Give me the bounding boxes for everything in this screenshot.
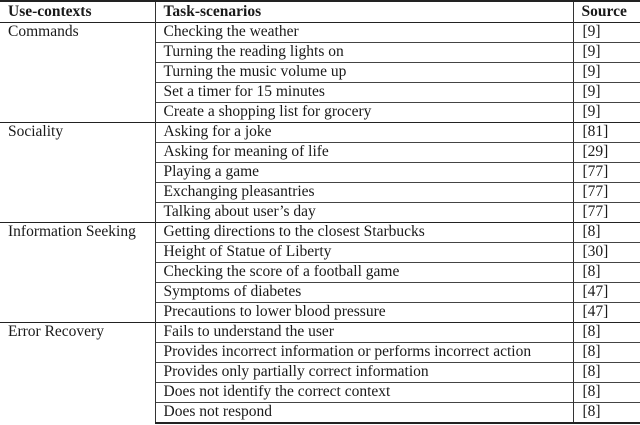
source-cell: [8] (572, 262, 640, 283)
header-task-scenarios: Task-scenarios (154, 1, 573, 23)
source-cell: [47] (572, 282, 640, 303)
source-cell: [9] (572, 22, 640, 43)
table-body: Commands Checking the weather [9] Turnin… (0, 22, 640, 424)
table-row: Turning the reading lights on [9] (0, 42, 640, 63)
task-cell: Exchanging pleasantries (154, 182, 573, 203)
table-row: Playing a game [77] (0, 162, 640, 183)
source-cell: [29] (572, 142, 640, 163)
source-cell: [9] (572, 102, 640, 123)
source-cell: [77] (572, 182, 640, 203)
table-row: Exchanging pleasantries [77] (0, 182, 640, 203)
task-cell: Precautions to lower blood pressure (154, 302, 573, 323)
task-cell: Symptoms of diabetes (154, 282, 573, 303)
table-row: Asking for meaning of life [29] (0, 142, 640, 163)
task-cell: Does not identify the correct context (154, 382, 573, 403)
task-cell: Talking about user’s day (154, 202, 573, 223)
task-cell: Height of Statue of Liberty (154, 242, 573, 263)
source-cell: [8] (572, 342, 640, 363)
table-row: Create a shopping list for grocery [9] (0, 102, 640, 123)
table-row: Set a timer for 15 minutes [9] (0, 82, 640, 103)
source-cell: [30] (572, 242, 640, 263)
table-row: Height of Statue of Liberty [30] (0, 242, 640, 263)
context-cell: Error Recovery (0, 322, 155, 423)
task-cell: Checking the weather (154, 22, 573, 43)
table-row: Provides only partially correct informat… (0, 362, 640, 383)
source-cell: [8] (572, 382, 640, 403)
table-row: Error Recovery Fails to understand the u… (0, 322, 640, 423)
source-cell: [8] (572, 362, 640, 383)
source-cell: [8] (572, 322, 640, 343)
source-cell: [47] (572, 302, 640, 323)
context-cell: Information Seeking (0, 222, 155, 323)
table-row: Turning the music volume up [9] (0, 62, 640, 83)
table-row: Does not identify the correct context [8… (0, 382, 640, 403)
table-row: Checking the score of a football game [8… (0, 262, 640, 283)
table-row: Talking about user’s day [77] (0, 202, 640, 223)
task-cell: Provides incorrect information or perfor… (154, 342, 573, 363)
task-cell: Playing a game (154, 162, 573, 183)
table-row: Information Seeking Getting directions t… (0, 222, 640, 323)
context-cell: Commands (0, 22, 155, 123)
task-cell: Turning the reading lights on (154, 42, 573, 63)
source-cell: [8] (572, 222, 640, 243)
task-cell: Does not respond (154, 402, 573, 424)
task-cell: Asking for a joke (154, 122, 573, 143)
header-source: Source (572, 1, 640, 23)
table-row: Symptoms of diabetes [47] (0, 282, 640, 303)
source-cell: [9] (572, 62, 640, 83)
task-cell: Create a shopping list for grocery (154, 102, 573, 123)
table-row: Precautions to lower blood pressure [47] (0, 302, 640, 323)
table-row: Commands Checking the weather [9] (0, 22, 640, 123)
header-row: Use-contexts Task-scenarios Source (0, 1, 640, 23)
table-header: Use-contexts Task-scenarios Source (0, 1, 640, 23)
table-row: Sociality Asking for a joke [81] (0, 122, 640, 223)
table-row: Provides incorrect information or perfor… (0, 342, 640, 363)
source-cell: [81] (572, 122, 640, 143)
task-cell: Asking for meaning of life (154, 142, 573, 163)
task-cell: Turning the music volume up (154, 62, 573, 83)
task-cell: Checking the score of a football game (154, 262, 573, 283)
source-cell: [9] (572, 42, 640, 63)
task-cell: Provides only partially correct informat… (154, 362, 573, 383)
table-row: Does not respond [8] (0, 402, 640, 424)
source-cell: [8] (572, 402, 640, 424)
header-use-contexts: Use-contexts (8, 3, 92, 20)
task-cell: Set a timer for 15 minutes (154, 82, 573, 103)
task-cell: Fails to understand the user (154, 322, 573, 343)
source-cell: [77] (572, 202, 640, 223)
context-cell: Sociality (0, 122, 155, 223)
source-cell: [9] (572, 82, 640, 103)
task-cell: Getting directions to the closest Starbu… (154, 222, 573, 243)
source-cell: [77] (572, 162, 640, 183)
